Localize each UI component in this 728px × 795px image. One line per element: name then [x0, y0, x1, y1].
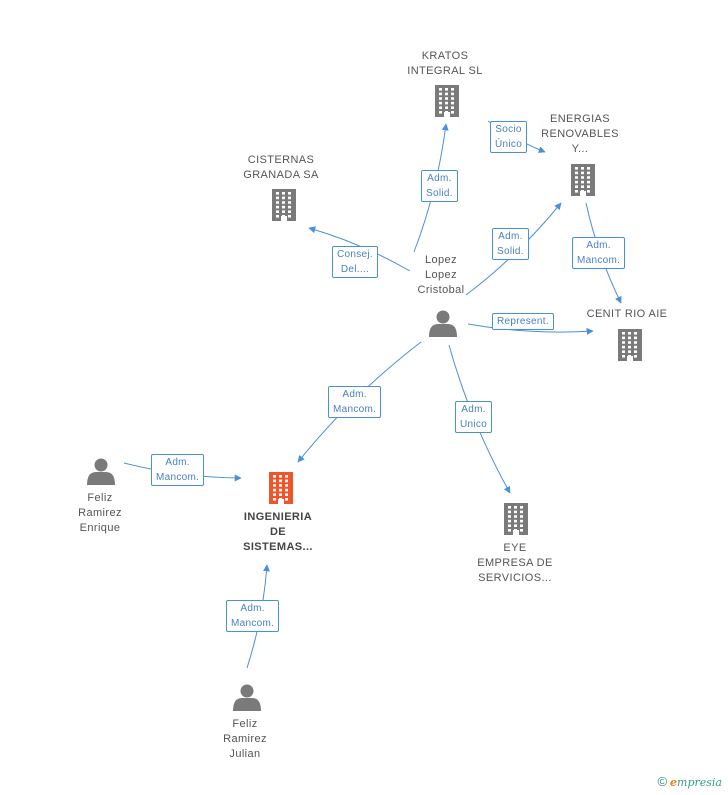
node-label-feliz-julian[interactable]: Feliz Ramirez Julian	[223, 718, 267, 760]
edge-label-lopez-energias[interactable]: Adm. Solid.	[492, 228, 529, 260]
node-label-kratos[interactable]: KRATOS INTEGRAL SL	[407, 50, 483, 77]
node-kratos-building-icon[interactable]	[435, 85, 459, 117]
node-energias-building-icon[interactable]	[571, 164, 595, 196]
edge-label-lopez-kratos[interactable]: Adm. Solid.	[421, 170, 458, 202]
edge-label-enrique-ingenieria[interactable]: Adm. Mancom.	[151, 454, 205, 486]
edge-label-kratos-energias[interactable]: Socio Único	[490, 121, 528, 153]
edge-label-energias-cenit[interactable]: Adm. Mancom.	[572, 237, 626, 269]
node-label-ingenieria[interactable]: INGENIERIA DE SISTEMAS...	[243, 511, 313, 553]
edge-label-lopez-eye[interactable]: Adm. Unico	[455, 401, 493, 433]
brand-initial: e	[670, 776, 678, 789]
node-label-lopez[interactable]: Lopez Lopez Cristobal	[417, 254, 465, 296]
node-feliz-julian-person-icon[interactable]	[233, 684, 261, 712]
empresia-logo[interactable]: ©empresia	[657, 774, 722, 789]
node-eye-building-icon[interactable]	[504, 503, 528, 535]
node-cenit-building-icon[interactable]	[618, 329, 642, 361]
node-label-eye[interactable]: EYE EMPRESA DE SERVICIOS...	[477, 542, 553, 584]
node-label-cenit[interactable]: CENIT RIO AIE	[586, 308, 668, 320]
edge-lopez-cenit	[467, 323, 594, 335]
edge-label-lopez-cisternas[interactable]: Consej. Del....	[332, 246, 379, 278]
node-lopez-person-icon[interactable]	[429, 310, 457, 338]
node-ingenieria-building-icon[interactable]	[269, 472, 293, 504]
edge-label-lopez-cenit[interactable]: Represent.	[492, 313, 554, 330]
node-label-cisternas[interactable]: CISTERNAS GRANADA SA	[243, 154, 319, 181]
node-label-feliz-enrique[interactable]: Feliz Ramirez Enrique	[78, 492, 122, 534]
brand-name: mpresia	[677, 776, 722, 789]
edge-label-lopez-ingenieria[interactable]: Adm. Mancom.	[328, 386, 382, 418]
edge-label-julian-ingenieria[interactable]: Adm. Mancom.	[226, 600, 280, 632]
copyright-icon: ©	[657, 774, 668, 789]
node-cisternas-building-icon[interactable]	[272, 189, 296, 221]
node-label-energias[interactable]: ENERGIAS RENOVABLES Y...	[541, 113, 619, 155]
node-feliz-enrique-person-icon[interactable]	[87, 458, 115, 486]
